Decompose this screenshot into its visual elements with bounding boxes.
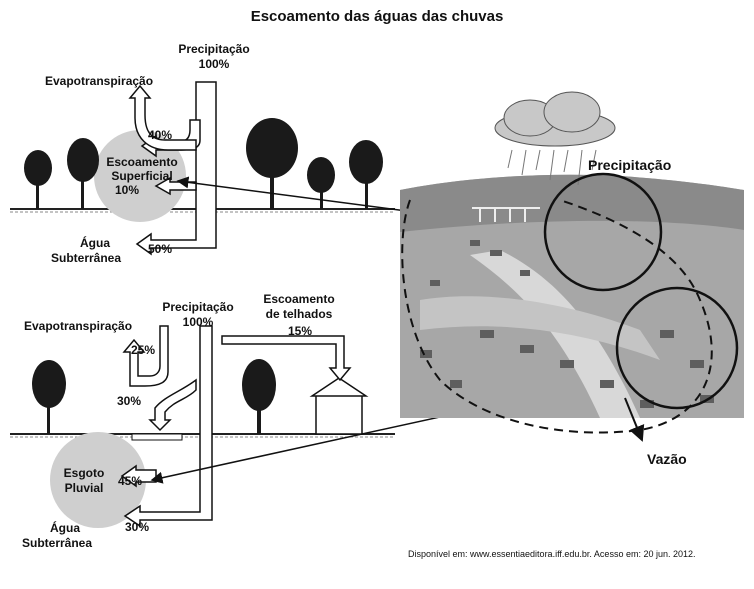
natural-ground-value: 50% xyxy=(148,242,173,256)
natural-precipitation-label: Precipitação xyxy=(178,42,250,56)
urban-ground-label-2: Subterrânea xyxy=(22,536,93,550)
urban-evapo-label: Evapotranspiração xyxy=(24,319,133,333)
urban-sewer-highlight xyxy=(50,432,146,528)
natural-ground-label-1: Água xyxy=(80,236,110,250)
cloud-icon xyxy=(494,91,616,147)
source-credit: Disponível em: www.essentiaeditora.iff.e… xyxy=(408,549,696,559)
photo-flow-label: Vazão xyxy=(647,451,687,467)
urban-drain xyxy=(131,433,183,441)
natural-trees xyxy=(24,118,383,209)
urban-evapo-value: 25% xyxy=(131,343,156,357)
urban-runoff-value: 30% xyxy=(117,394,142,408)
natural-precipitation-value: 100% xyxy=(198,57,230,71)
urban-roof-label-1: Escoamento xyxy=(263,292,335,306)
urban-roof-label-2: de telhados xyxy=(265,307,333,321)
urban-sewer-label-1: Esgoto xyxy=(63,466,105,480)
urban-ground-label-1: Água xyxy=(50,521,80,535)
page-title: Escoamento das águas das chuvas xyxy=(250,8,504,25)
urban-sewer-value: 45% xyxy=(118,474,143,488)
natural-flow-arrows xyxy=(128,81,217,256)
natural-surface-value: 10% xyxy=(115,183,140,197)
house-icon xyxy=(309,377,369,435)
natural-surface-label-2: Superficial xyxy=(111,169,173,183)
natural-evapo-label: Evapotranspiração xyxy=(45,74,154,88)
photo-precipitation-label: Precipitação xyxy=(588,157,672,173)
city-illustration xyxy=(400,91,744,442)
urban-ground-value: 30% xyxy=(125,520,150,534)
photo-flow-circle xyxy=(615,286,739,410)
natural-ground-label-2: Subterrânea xyxy=(51,251,122,265)
urban-precipitation-label: Precipitação xyxy=(162,300,234,314)
natural-evapo-value: 40% xyxy=(148,128,173,142)
natural-surface-highlight xyxy=(94,130,186,222)
photo-precipitation-circle xyxy=(543,172,663,292)
urban-roof-value: 15% xyxy=(287,324,313,338)
urban-trees xyxy=(32,359,276,434)
urban-sewer-label-2: Pluvial xyxy=(64,481,104,495)
urban-flow-arrows xyxy=(120,325,352,528)
natural-surface-label-1: Escoamento xyxy=(106,155,178,169)
urban-precipitation-value: 100% xyxy=(182,315,214,329)
